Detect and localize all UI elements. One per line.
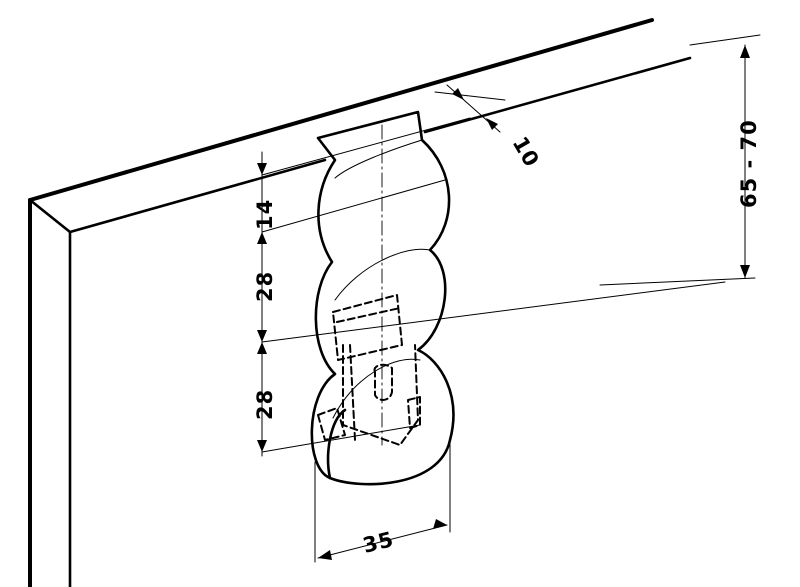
top-offset-label: 14 xyxy=(253,199,277,230)
total-height-label: 65 - 70 xyxy=(737,119,761,208)
upper-pitch-label: 28 xyxy=(253,271,277,302)
width-label: 35 xyxy=(360,527,396,558)
extension-lines xyxy=(261,34,761,563)
hinge-recess-outline xyxy=(310,110,455,486)
dimension-arrows xyxy=(257,45,750,560)
lower-pitch-label: 28 xyxy=(253,389,277,420)
hidden-hinge-body xyxy=(317,294,421,446)
door-panel xyxy=(28,18,692,587)
notch-depth-label: 10 xyxy=(508,133,544,172)
dimension-lines xyxy=(261,44,746,559)
